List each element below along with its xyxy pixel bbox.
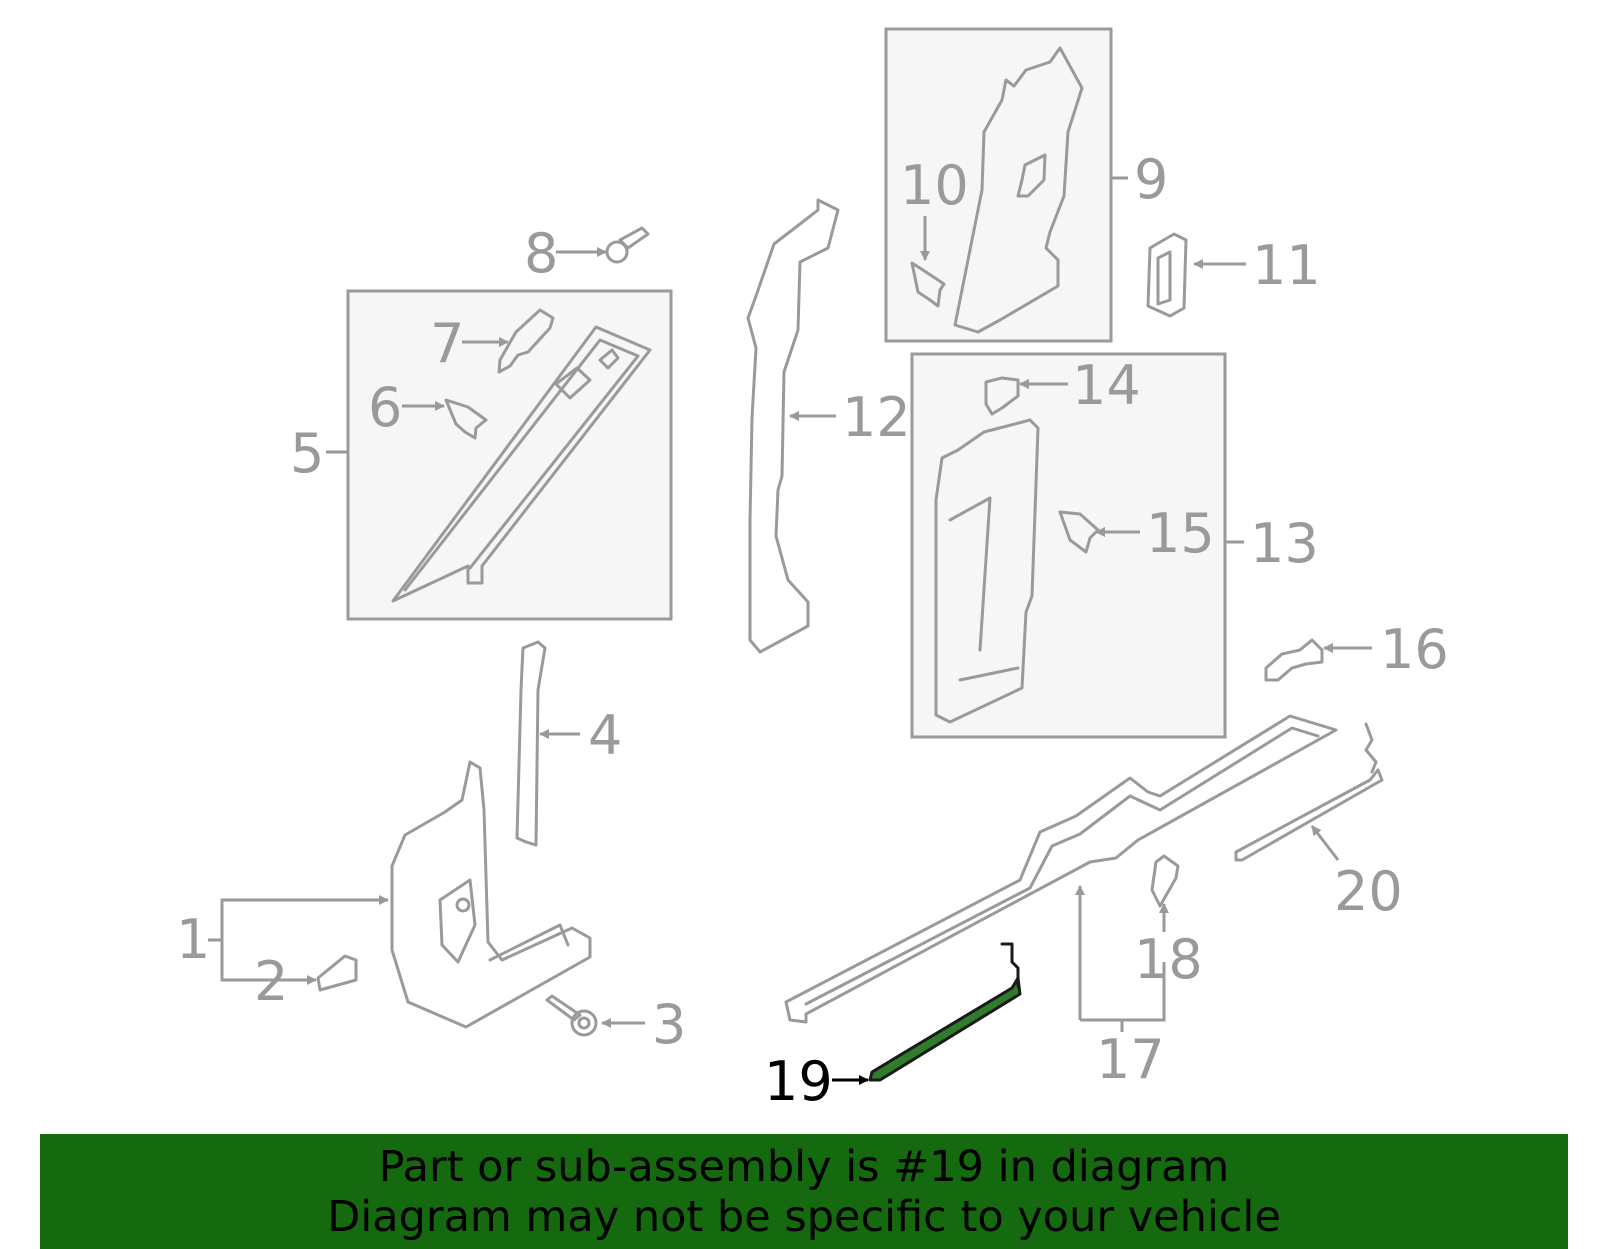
banner-line-2: Diagram may not be specific to your vehi… — [327, 1192, 1281, 1242]
part-14-clip — [984, 376, 1020, 416]
part-5-a-pillar-trim — [391, 325, 652, 603]
callout-labels: 1 2 3 4 5 6 7 8 9 10 11 12 13 14 15 16 1… — [176, 148, 1449, 1113]
callout-13: 13 — [1250, 512, 1319, 575]
callout-4: 4 — [588, 704, 622, 767]
part-8-screw — [605, 226, 650, 264]
part-10-clip — [910, 261, 946, 308]
part-7-clip — [497, 308, 555, 374]
part-3-bolt — [545, 994, 598, 1037]
callout-1: 1 — [176, 908, 210, 971]
info-banner: Part or sub-assembly is #19 in diagram D… — [40, 1134, 1568, 1249]
part-16-clip — [1264, 638, 1324, 682]
callout-5: 5 — [290, 422, 324, 485]
callout-7: 7 — [430, 312, 464, 375]
part-2-clip — [316, 954, 358, 992]
part-18-clip — [1150, 854, 1180, 908]
callout-3: 3 — [652, 993, 686, 1056]
callout-10: 10 — [900, 154, 969, 217]
callout-12: 12 — [842, 386, 911, 449]
callout-19: 19 — [764, 1050, 833, 1113]
callout-16: 16 — [1380, 618, 1449, 681]
part-20-strip — [1234, 722, 1384, 862]
callout-6: 6 — [368, 376, 402, 439]
callout-14: 14 — [1072, 354, 1141, 417]
callout-8: 8 — [524, 222, 558, 285]
part-4-strip — [515, 640, 547, 847]
part-12-pillar-trim — [746, 198, 840, 654]
part-9-b-pillar-upper-trim — [953, 46, 1084, 334]
banner-line-1: Part or sub-assembly is #19 in diagram — [378, 1142, 1230, 1192]
callout-2: 2 — [254, 950, 288, 1013]
callout-18: 18 — [1134, 928, 1203, 991]
callout-9: 9 — [1134, 148, 1168, 211]
group-box-9 — [884, 27, 1113, 343]
part-11-block — [1146, 232, 1188, 318]
part-13-pillar-trim-assembly — [934, 418, 1040, 724]
part-19-highlighted-strip — [868, 942, 1022, 1082]
part-15-clip — [1058, 510, 1100, 554]
callout-17: 17 — [1096, 1028, 1165, 1091]
group-box-13 — [910, 352, 1227, 739]
leader-lines — [208, 176, 1372, 1085]
part-17-sill-plate — [784, 714, 1338, 1024]
callout-11: 11 — [1252, 234, 1321, 297]
callout-20: 20 — [1334, 860, 1403, 923]
part-6-clip — [444, 398, 488, 440]
part-1-kick-panel — [390, 760, 592, 1029]
callout-15: 15 — [1146, 502, 1215, 565]
